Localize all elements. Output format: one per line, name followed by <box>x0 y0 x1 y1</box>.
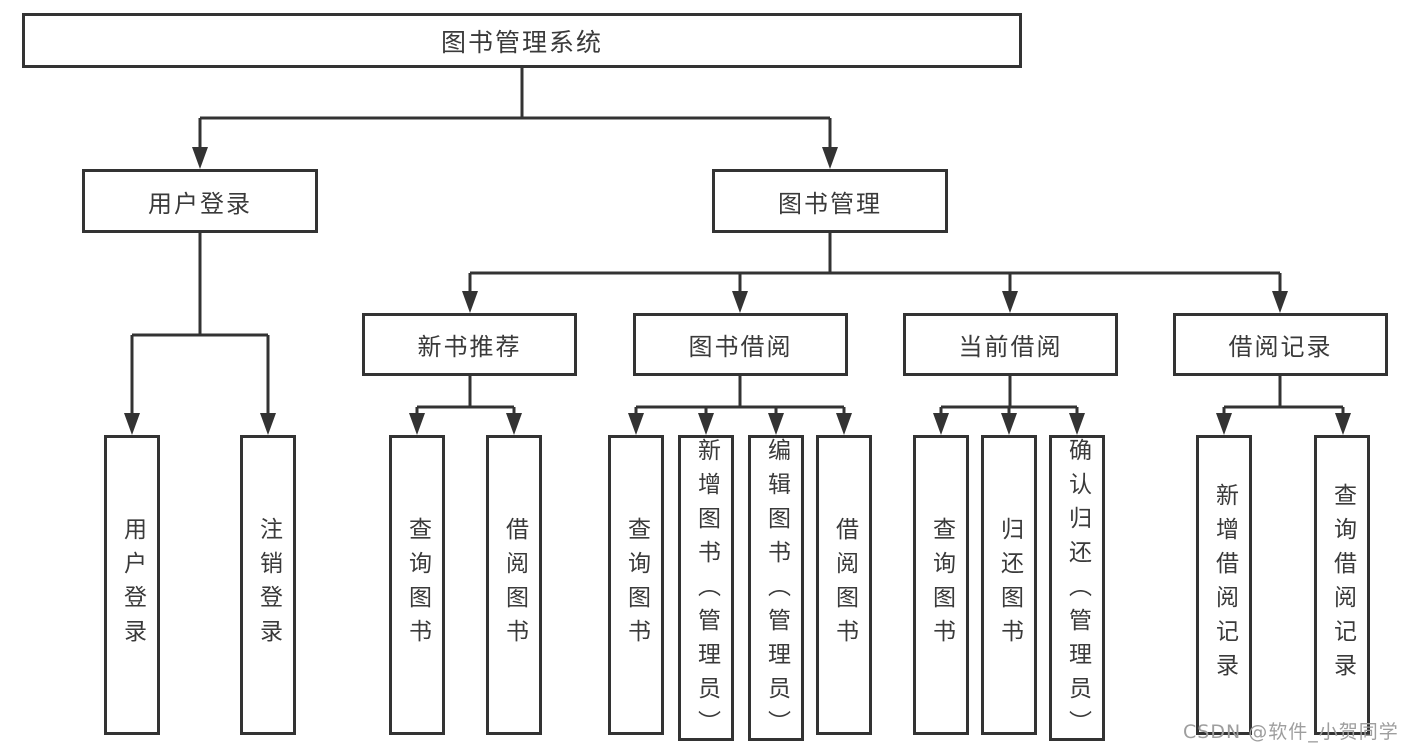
arrowhead-icons <box>124 147 1351 435</box>
node-book-borrowing: 图书借阅 <box>633 313 848 376</box>
leaf-edit-book-admin: 编辑图书（管理员） <box>748 435 804 744</box>
leaf-add-borrow-record: 新增借阅记录 <box>1196 435 1252 735</box>
leaf-query-borrow-record: 查询借阅记录 <box>1314 435 1370 735</box>
node-book-management: 图书管理 <box>712 169 948 233</box>
leaf-query-books-borrowing: 查询图书 <box>608 435 664 735</box>
node-current-borrowing: 当前借阅 <box>903 313 1118 376</box>
leaf-borrow-books: 借阅图书 <box>816 435 872 735</box>
csdn-watermark: CSDN @软件_小贺同学 <box>1183 721 1399 743</box>
node-new-book-recommendation: 新书推荐 <box>362 313 577 376</box>
leaf-user-login: 用户登录 <box>104 435 160 735</box>
leaf-confirm-return-admin: 确认归还（管理员） <box>1049 435 1105 744</box>
node-user-login: 用户登录 <box>82 169 318 233</box>
leaf-return-book: 归还图书 <box>981 435 1037 735</box>
leaf-query-books-recommend: 查询图书 <box>389 435 445 735</box>
leaf-add-book-admin: 新增图书（管理员） <box>678 435 734 744</box>
leaf-logout: 注销登录 <box>240 435 296 735</box>
node-library-management-system: 图书管理系统 <box>22 13 1022 68</box>
leaf-query-books-current: 查询图书 <box>913 435 969 735</box>
node-borrowing-records: 借阅记录 <box>1173 313 1388 376</box>
leaf-borrow-books-recommend: 借阅图书 <box>486 435 542 735</box>
